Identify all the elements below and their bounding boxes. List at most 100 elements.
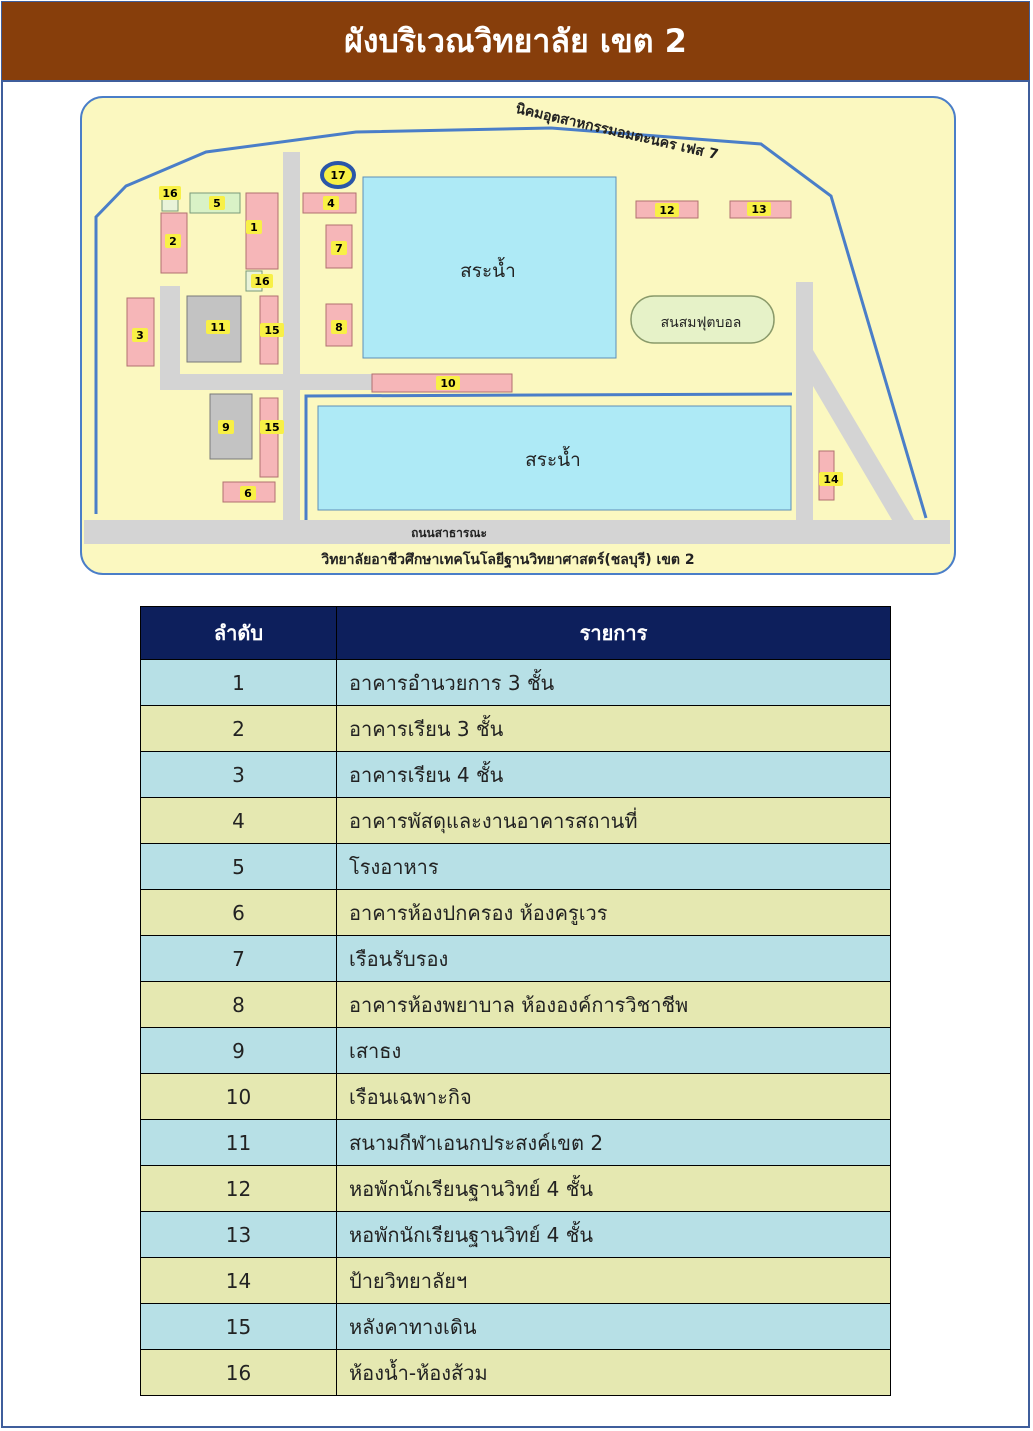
- marker-13-label: 13: [751, 203, 766, 216]
- walkway-15-bottom: [259, 397, 279, 478]
- marker-10-label: 10: [440, 377, 456, 390]
- row-number: 16: [140, 1349, 337, 1396]
- campus-boundary: [94, 126, 928, 519]
- football-field-label: สนสมฟุตบอล: [661, 315, 742, 331]
- marker-12: [655, 203, 679, 217]
- marker-2: [165, 234, 181, 248]
- marker-1: [246, 220, 262, 234]
- road-horizontal: [160, 374, 372, 390]
- row-item: อาคารเรียน 4 ชั้น: [336, 751, 891, 798]
- row-item: อาคารพัสดุและงานอาคารสถานที่: [336, 797, 891, 844]
- marker-9: [218, 420, 234, 434]
- page-title: ผังบริเวณวิทยาลัย เขต 2: [2, 2, 1029, 82]
- marker-15-bottom: [260, 420, 284, 434]
- row-item: โรงอาหาร: [336, 843, 891, 890]
- marker-16-b-label: 16: [254, 275, 270, 288]
- marker-11-label: 11: [210, 321, 225, 334]
- campus-map: 1 2 3 4 5 6 7 8 9 10 11 12 13 14 15 15 1…: [80, 96, 956, 575]
- legend-col-item: รายการ: [336, 606, 891, 660]
- row-number: 15: [140, 1303, 337, 1350]
- marker-12-label: 12: [659, 204, 674, 217]
- marker-16-b: [251, 274, 273, 288]
- main-road-vertical: [283, 152, 300, 520]
- row-item: เสาธง: [336, 1027, 891, 1074]
- row-item: อาคารเรียน 3 ชั้น: [336, 705, 891, 752]
- marker-14: [819, 472, 843, 486]
- football-field: [630, 295, 775, 344]
- marker-2-label: 2: [169, 235, 177, 248]
- marker-11: [206, 320, 230, 334]
- marker-7-label: 7: [335, 242, 343, 255]
- row-item: เรือนรับรอง: [336, 935, 891, 982]
- row-number: 10: [140, 1073, 337, 1120]
- marker-17: [320, 161, 356, 189]
- row-item: ป้ายวิทยาลัยฯ: [336, 1257, 891, 1304]
- road-right-vertical: [796, 282, 813, 520]
- row-number: 12: [140, 1165, 337, 1212]
- college-name-label: วิทยาลัยอาชีวศึกษาเทคโนโลยีฐานวิทยาศาสตร…: [320, 550, 694, 569]
- marker-8: [331, 320, 347, 334]
- marker-15-bottom-label: 15: [264, 421, 279, 434]
- marker-9-label: 9: [222, 421, 230, 434]
- road-left-vertical: [160, 286, 180, 378]
- row-item: อาคารห้องพยาบาล ห้ององค์การวิชาชีพ: [336, 981, 891, 1028]
- row-item: อาคารห้องปกครอง ห้องครูเวร: [336, 889, 891, 936]
- legend-header-row: ลำดับ รายการ: [140, 606, 891, 660]
- row-number: 7: [140, 935, 337, 982]
- row-number: 14: [140, 1257, 337, 1304]
- row-number: 13: [140, 1211, 337, 1258]
- marker-6-label: 6: [244, 487, 252, 500]
- marker-16-a: [159, 186, 181, 200]
- legend-col-no: ลำดับ: [140, 606, 337, 660]
- marker-3: [132, 328, 148, 342]
- row-number: 2: [140, 705, 337, 752]
- marker-17-label: 17: [330, 169, 345, 182]
- marker-4: [323, 196, 339, 210]
- row-item: หลังคาทางเดิน: [336, 1303, 891, 1350]
- row-number: 9: [140, 1027, 337, 1074]
- marker-16-a-label: 16: [162, 187, 178, 200]
- marker-15-top-label: 15: [264, 324, 279, 337]
- row-item: ห้องน้ำ-ห้องส้วม: [336, 1349, 891, 1396]
- marker-6: [240, 486, 256, 500]
- row-number: 5: [140, 843, 337, 890]
- marker-5: [209, 196, 225, 210]
- marker-1-label: 1: [250, 221, 258, 234]
- row-number: 6: [140, 889, 337, 936]
- pond-top-label: สระน้ำ: [460, 257, 516, 282]
- marker-7: [331, 241, 347, 255]
- marker-8-label: 8: [335, 321, 343, 334]
- row-item: หอพักนักเรียนฐานวิทย์ 4 ชั้น: [336, 1211, 891, 1258]
- public-road-label: ถนนสาธารณะ: [411, 526, 487, 540]
- row-item: สนามกีฬาเอนกประสงค์เขต 2: [336, 1119, 891, 1166]
- marker-4-label: 4: [327, 197, 335, 210]
- row-number: 3: [140, 751, 337, 798]
- row-item: เรือนเฉพาะกิจ: [336, 1073, 891, 1120]
- marker-10: [436, 376, 460, 390]
- pond-boundary: [304, 392, 793, 520]
- public-road: [84, 520, 950, 544]
- marker-3-label: 3: [136, 329, 144, 342]
- row-number: 1: [140, 659, 337, 706]
- pond-top: [362, 176, 617, 359]
- pond-bottom-label: สระน้ำ: [525, 446, 581, 471]
- pond-bottom: [317, 405, 792, 511]
- row-item: อาคารอำนวยการ 3 ชั้น: [336, 659, 891, 706]
- road-diagonal: [813, 350, 914, 520]
